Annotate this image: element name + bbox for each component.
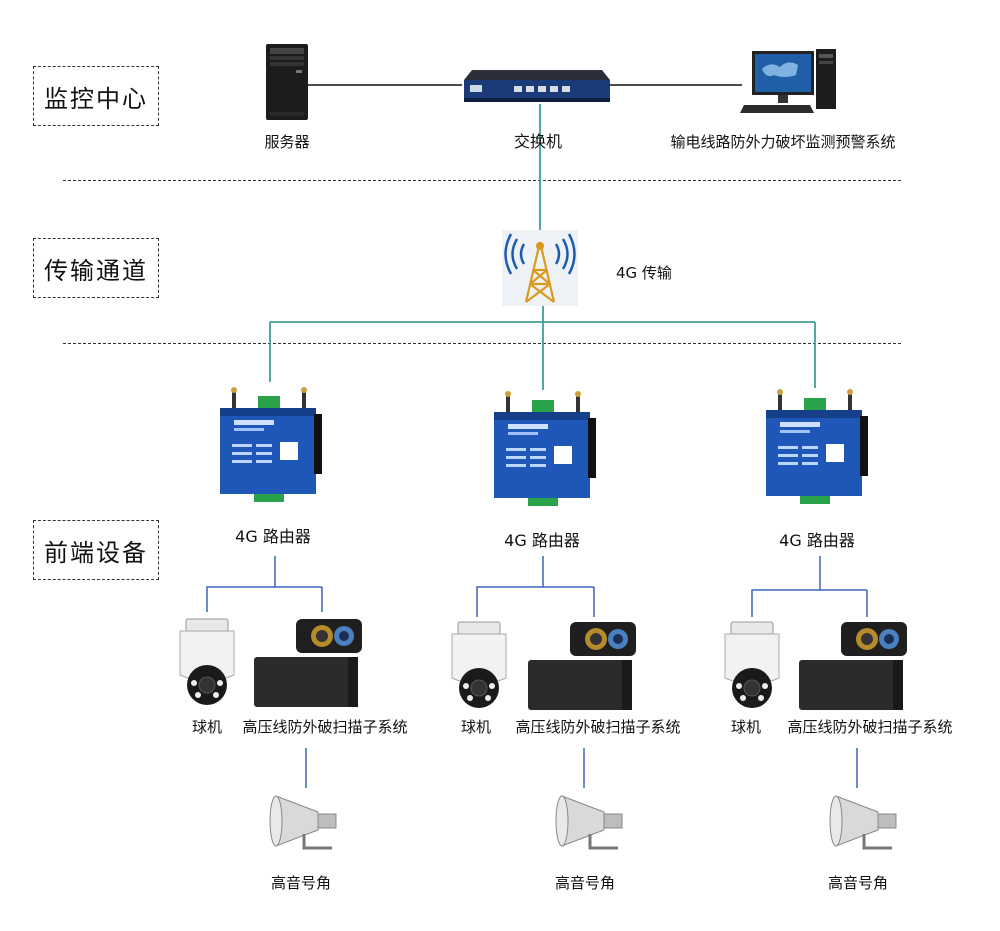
tower-icon	[502, 230, 578, 306]
dome-camera-icon	[179, 618, 235, 705]
dome-camera-icon	[451, 621, 507, 708]
switch-icon	[464, 70, 610, 102]
dome-label: 球机	[730, 718, 762, 736]
scanner-label: 高压线防外破扫描子系统	[787, 718, 953, 736]
router-label: 4G 路由器	[504, 531, 580, 550]
scanner-label: 高压线防外破扫描子系统	[515, 718, 681, 736]
computer-icon	[740, 49, 836, 113]
switch-label: 交换机	[513, 132, 563, 151]
horn-icon	[555, 795, 623, 850]
router-icon	[766, 389, 868, 504]
router-label: 4G 路由器	[235, 527, 311, 546]
server-icon	[266, 44, 308, 120]
scanner-icon	[799, 622, 907, 710]
system-label: 输电线路防外力破坏监测预警系统	[670, 133, 896, 151]
dome-label: 球机	[191, 718, 223, 736]
wire-router-devices-1	[206, 556, 276, 612]
dome-camera-icon	[724, 621, 780, 708]
separator-middle	[63, 343, 901, 344]
horn-label: 高音号角	[827, 874, 889, 892]
zone-control-center-label: 监控中心	[44, 84, 148, 113]
router-icon	[220, 387, 322, 502]
scanner-label: 高压线防外破扫描子系统	[242, 718, 408, 736]
zone-front-end-label: 前端设备	[44, 538, 148, 567]
scanner-icon	[528, 622, 636, 710]
router-label: 4G 路由器	[779, 531, 855, 550]
horn-label: 高音号角	[270, 874, 332, 892]
horn-icon	[829, 795, 897, 850]
horn-icon	[269, 795, 337, 850]
separator-top	[63, 180, 901, 181]
scanner-icon	[254, 619, 362, 707]
zone-front-end: 前端设备	[33, 520, 159, 580]
server-label: 服务器	[264, 133, 310, 151]
horn-label: 高音号角	[554, 874, 616, 892]
dome-label: 球机	[460, 718, 492, 736]
wire-router-devices-2	[476, 556, 544, 617]
tower-label: 4G 传输	[616, 264, 672, 282]
router-icon	[494, 391, 596, 506]
zone-transmission: 传输通道	[33, 238, 159, 298]
zone-control-center: 监控中心	[33, 66, 159, 126]
wire-router-devices-3	[751, 556, 821, 617]
zone-transmission-label: 传输通道	[44, 256, 148, 285]
